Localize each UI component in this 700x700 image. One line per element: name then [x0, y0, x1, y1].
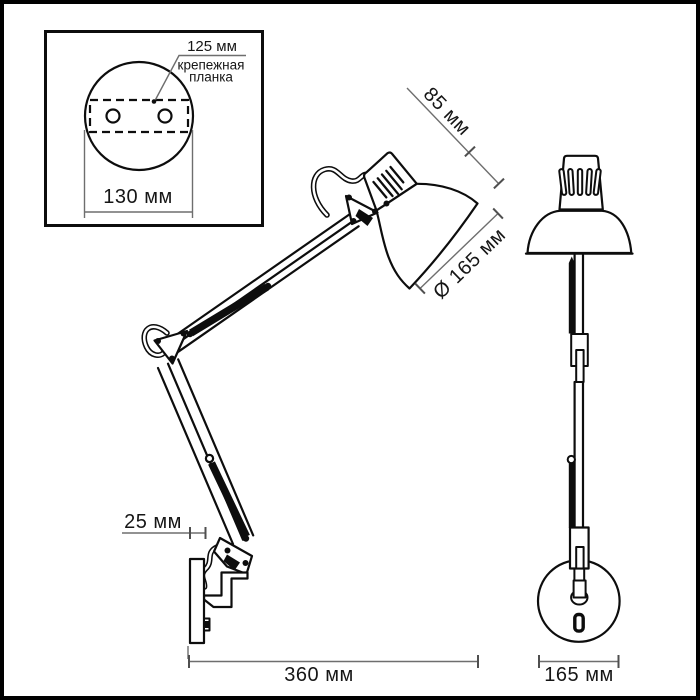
vent-slot	[380, 173, 400, 195]
head-cord-loop-inner	[312, 167, 371, 217]
spring-anchor-rivet	[264, 282, 272, 290]
head-height-dim-line	[406, 87, 500, 185]
cable-outlet-slot	[205, 621, 209, 628]
head-rivet	[346, 194, 352, 201]
plate-label-line1: крепежная	[178, 58, 245, 73]
switch-slot	[573, 612, 585, 633]
upper-arm-spring	[189, 283, 269, 337]
clamp-neck	[573, 567, 586, 582]
lamp-head-front	[524, 154, 634, 255]
plate-depth-dimension-label: 25 мм	[124, 511, 182, 533]
head-adjust-knob	[355, 209, 373, 226]
lower-arm-spring	[208, 461, 250, 539]
base-front	[536, 526, 621, 643]
spring-anchor-rivet	[242, 535, 250, 542]
base-diameter-dimension-label: 130 мм	[103, 186, 172, 208]
elbow-bracket-plate	[153, 329, 189, 365]
lamp-head-side	[310, 151, 479, 290]
shade-diameter-dim-line	[419, 212, 499, 290]
lower-arm-bar-left	[156, 366, 235, 546]
spring-hook	[204, 453, 215, 464]
elbow-joint	[141, 324, 189, 365]
base-diameter-front-dimension-label: 165 мм	[544, 664, 613, 686]
reach-dimension-label: 360 мм	[284, 664, 353, 686]
vent-slots-front	[558, 168, 602, 196]
lower-arm-bar-right	[177, 358, 255, 537]
shade-front	[526, 209, 633, 255]
wall-plate-side	[188, 557, 206, 645]
vent-slot	[558, 168, 568, 196]
plate-width-dimension-label: 125 мм	[187, 38, 237, 55]
wrist-rivet	[224, 547, 231, 554]
inset-panel: 125 мм крепежная планка 130 мм	[44, 30, 264, 227]
vent-slot	[585, 168, 593, 196]
shade-side	[375, 182, 479, 290]
wrist-bracket	[212, 536, 254, 576]
clamp-slot	[575, 546, 585, 570]
spring-hook-front	[566, 454, 576, 465]
vent-slot	[576, 168, 584, 196]
spring-front-lower	[568, 463, 575, 528]
screw-hole-left	[105, 108, 121, 124]
plate-label-line2: планка	[189, 70, 233, 85]
vent-slot	[376, 177, 394, 198]
screw-hole-right	[157, 108, 173, 124]
upper-arm-bar-top	[164, 212, 352, 344]
front-view-dimensions: 165 мм	[538, 655, 620, 686]
head-cap-side	[362, 151, 418, 212]
elbow-rivet	[180, 330, 187, 337]
spring-front-upper	[568, 256, 575, 334]
elbow-rivet	[155, 338, 161, 344]
spring-anchor-rivet	[186, 330, 194, 338]
pivot-cylinder	[572, 579, 587, 599]
vent-slot	[567, 168, 575, 196]
head-rivet	[350, 218, 357, 224]
head-rivet	[372, 208, 378, 215]
vent-slot	[592, 168, 602, 196]
wall-mount-side	[188, 536, 254, 645]
vent-slot	[372, 180, 388, 199]
front-view: 165 мм	[524, 154, 634, 686]
head-hinge-rivet	[383, 200, 390, 207]
dim-tick	[492, 207, 504, 220]
arm-front	[566, 253, 589, 530]
wrist-knob	[223, 554, 240, 571]
wall-bracket-arm	[202, 571, 249, 609]
wrist-rivet	[242, 560, 249, 566]
vent-slot	[385, 169, 403, 191]
elbow-rivet	[169, 355, 175, 362]
dim-tick	[493, 177, 505, 190]
elbow-spring-loop-inner	[143, 325, 169, 357]
upper-arm	[164, 212, 360, 356]
plate-leader-dot	[151, 99, 157, 104]
vent-slot	[389, 165, 405, 184]
plate-leader-line	[153, 54, 246, 102]
lower-arm	[156, 358, 255, 546]
dim-tick	[464, 145, 476, 158]
dim-tick	[414, 282, 426, 295]
mounting-base-circle	[83, 60, 195, 172]
mid-joint-tongue	[575, 349, 585, 383]
